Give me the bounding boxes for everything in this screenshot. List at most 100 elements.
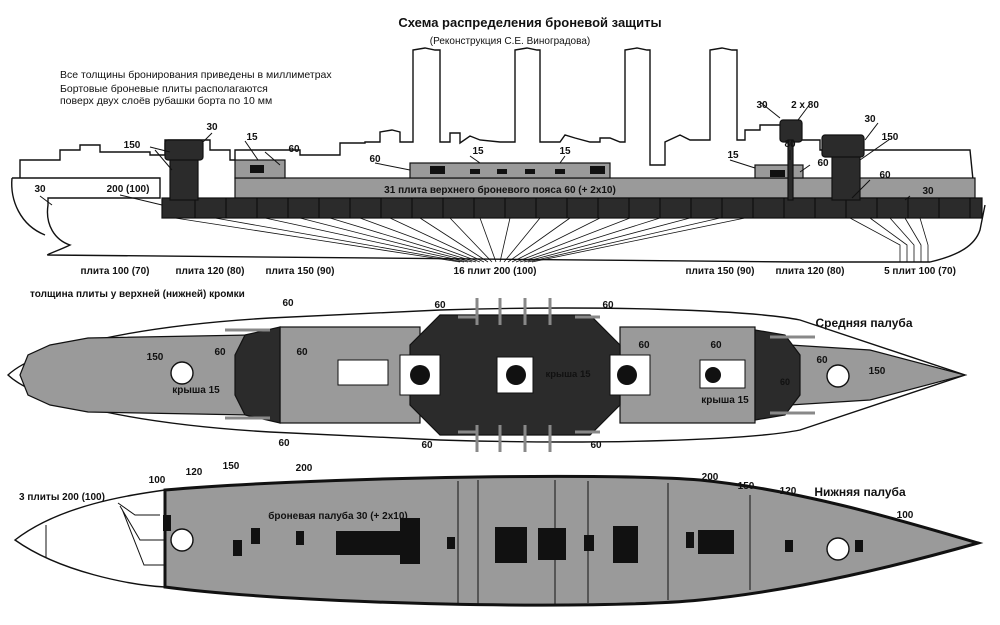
callout-fwd-100: 100: [149, 475, 166, 486]
callout-mid-fwd-top: 60: [282, 298, 294, 309]
plate-leader-line: [515, 217, 631, 263]
fwd-casemate-port: [250, 165, 264, 173]
aft-superstructure-outline: [800, 139, 976, 201]
plate-leader-line: [531, 217, 746, 263]
main-belt: [161, 197, 983, 219]
callout-bow-deck: 30: [34, 184, 46, 195]
callout-aft-c: 60: [780, 377, 790, 387]
callout-aft-top-2: 2 x 80: [791, 100, 819, 111]
plate-label-120: плита 120 (80): [175, 266, 244, 277]
hull-outline: [12, 177, 986, 263]
diagram-title: Схема распределения броневой защиты: [398, 15, 661, 30]
aft-bulkhead: [754, 329, 801, 421]
plate-leader-line: [419, 217, 489, 263]
callout-fwd-120: 120: [186, 467, 203, 478]
plate-leader-line: [919, 217, 929, 262]
plate-leader-line: [523, 217, 691, 263]
plate-leader-line: [519, 217, 661, 263]
aft-barbette-circle: [826, 364, 850, 388]
middle-deck-plan: Средняя палуба 150 крыша 15 60 60 60 60 …: [6, 298, 968, 452]
lower-deck-plan: 3 плиты 200 (100) броневая палуба 30 (+ …: [13, 461, 984, 607]
callout-aft-casemate-roof: 15: [727, 150, 739, 161]
plate-leader-line: [389, 217, 485, 263]
callout-fwd-200: 200: [296, 463, 313, 474]
callout-aft-roof: крыша 15: [701, 395, 749, 406]
callout-mid-top-left: 60: [434, 300, 446, 311]
armored-deck-label: броневая палуба 30 (+ 2x10): [268, 510, 408, 522]
plate-leader-line: [264, 217, 469, 263]
plate-leader-line: [329, 217, 477, 263]
upper-belt-label: 31 плита верхнего броневого пояса 60 (+ …: [384, 184, 616, 196]
fwd-tower-top: [164, 139, 204, 161]
plate-label-100-aft: 5 плит 100 (70): [884, 266, 956, 277]
fwd-bulkhead: [234, 326, 281, 424]
plate-leader-line: [299, 217, 473, 263]
plate-leader-line: [174, 217, 461, 263]
plate-leader-line: [889, 217, 915, 262]
callout-aft-200: 200: [702, 472, 719, 483]
plate-leader-line: [449, 217, 493, 263]
plate-leader-lines: [174, 217, 929, 263]
callout-mid-fwd-roof: крыша 15: [172, 385, 220, 396]
callout-mid-fwd-bulkhead-b: 60: [296, 347, 308, 358]
plate-label-150-aft: плита 150 (90): [685, 266, 754, 277]
armored-deck: [163, 474, 984, 607]
lower-deck-title: Нижняя палуба: [814, 485, 906, 499]
callout-mid-fwd-bottom: 60: [278, 438, 290, 449]
bow-stem: [11, 177, 46, 236]
plate-leader-line: [869, 217, 908, 262]
callout-mid-bottom-right: 60: [590, 440, 602, 451]
lower-deck-bow-outline: [13, 489, 166, 588]
diagram-subtitle: (Реконструкция С.Е. Виноградова): [430, 36, 590, 47]
callout-aft-barbette: 150: [869, 366, 886, 377]
middle-deck-title: Средняя палуба: [815, 316, 912, 330]
callout-fwd-tower-top: 30: [206, 122, 218, 133]
callout-mid-roof: крыша 15: [545, 369, 591, 380]
plate-label-200: 16 плит 200 (100): [454, 266, 537, 277]
plate-label-100: плита 100 (70): [80, 266, 149, 277]
callout-aft-belt: 60: [879, 170, 891, 181]
callout-mid-right: 60: [638, 340, 650, 351]
plate-leader-line: [527, 217, 721, 263]
callout-mid-casemate-roof-1: 15: [472, 146, 484, 157]
plate-leader-line: [359, 217, 481, 263]
callout-mid-top-right: 60: [602, 300, 614, 311]
plate-leader-line: [499, 217, 511, 263]
callout-aft-a: 60: [710, 340, 722, 351]
plate-leader-line: [849, 217, 901, 262]
plate-leader-line: [507, 217, 571, 263]
side-view: 31 плита верхнего броневого пояса 60 (+ …: [11, 47, 986, 300]
plate-leader-line: [511, 217, 601, 263]
plate-leader-line: [503, 217, 541, 263]
plate-thickness-note: толщина плиты у верхней (нижней) кромки: [30, 289, 245, 300]
mid-casemate: [409, 162, 611, 179]
callout-aft-tower-top: 30: [864, 114, 876, 125]
callout-mid-fwd-bulkhead-a: 60: [214, 347, 226, 358]
plate-leader-line: [479, 217, 497, 263]
callout-mid-bottom-left: 60: [421, 440, 433, 451]
note-line-3: поверх двух слоёв рубашки борта по 10 мм: [60, 95, 272, 107]
callout-stern-deck: 30: [922, 186, 934, 197]
callout-mid-casemate-side: 60: [369, 154, 381, 165]
callout-fwd-casemate-roof: 15: [246, 132, 258, 143]
superstructure-outline: [19, 47, 780, 178]
plate-leader-line: [904, 217, 922, 262]
callout-aft-120: 120: [780, 486, 797, 497]
gun-barrels: [225, 298, 815, 452]
callout-mid-fwd-barbette: 150: [147, 352, 164, 363]
callout-mid-casemate-roof-2: 15: [559, 146, 571, 157]
callout-fwd-casemate-side: 60: [288, 144, 300, 155]
callout-aft-100: 100: [897, 510, 914, 521]
callout-aft-top: 30: [756, 100, 768, 111]
callout-belt-end: 200 (100): [107, 184, 150, 195]
plate-leader-line: [214, 217, 465, 263]
callout-aft-tube: 80: [784, 139, 796, 150]
callout-fwd-150: 150: [223, 461, 240, 472]
callout-aft-150: 150: [738, 481, 755, 492]
note-line-2: Бортовые броневые плиты располагаются: [60, 83, 268, 95]
plate-label-150: плита 150 (90): [265, 266, 334, 277]
belt-plate-dividers: [194, 198, 971, 218]
note-line-1: Все толщины бронирования приведены в мил…: [60, 69, 332, 81]
plate-label-120-aft: плита 120 (80): [775, 266, 844, 277]
